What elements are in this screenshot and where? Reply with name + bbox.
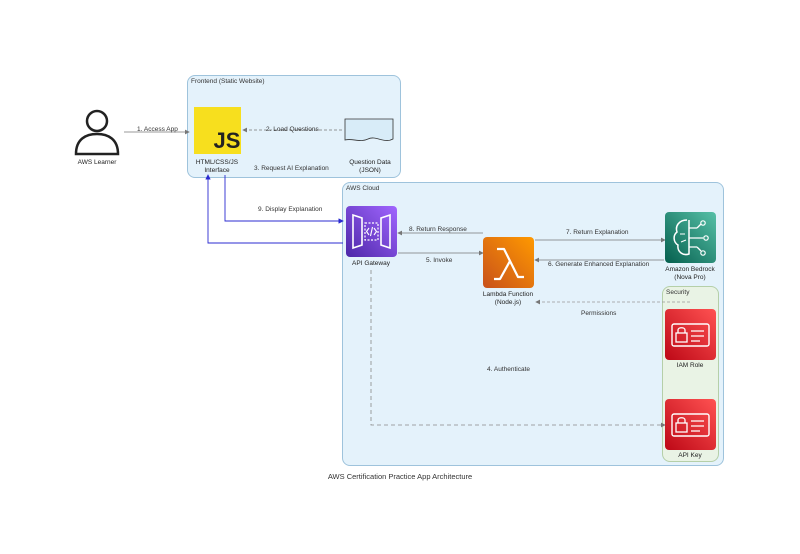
aws-cloud-cluster-label: AWS Cloud [346, 185, 380, 192]
edge-label-invoke: 5. Invoke [426, 257, 453, 264]
edge-label-permissions: Permissions [581, 310, 617, 317]
security-cluster-label: Security [666, 289, 690, 296]
document-icon [344, 118, 394, 141]
iam-role-label: IAM Role [676, 362, 704, 369]
edge-label-request-ai-explanation: 3. Request AI Explanation [254, 165, 329, 172]
question-data-label-line1: Question Data [349, 159, 391, 166]
diagram-caption: AWS Certification Practice App Architect… [327, 472, 473, 481]
edge-label-display-explanation: 9. Display Explanation [258, 206, 323, 213]
question-data-label-line2: (JSON) [359, 167, 381, 174]
bedrock-label-line1: Amazon Bedrock [665, 266, 715, 273]
edge-label-return-explanation: 7. Return Explanation [566, 229, 629, 236]
edge-label-generate-enhanced-explanation: 6. Generate Enhanced Explanation [548, 261, 650, 268]
js-interface-label-line2: Interface [204, 167, 230, 174]
learner-label: AWS Learner [77, 159, 117, 166]
js-interface-label-line1: HTML/CSS/JS [195, 159, 239, 166]
iam-role-icon [665, 309, 716, 360]
bedrock-label: Amazon Bedrock (Nova Pro) [665, 266, 715, 282]
edge-label-authenticate: 4. Authenticate [487, 366, 531, 373]
question-data-label: Question Data (JSON) [349, 159, 391, 175]
bedrock-label-line2: (Nova Pro) [674, 274, 706, 281]
aws-cloud-cluster: AWS Cloud [342, 182, 724, 466]
frontend-cluster-label: Frontend (Static Website) [191, 78, 265, 85]
bedrock-icon [665, 212, 716, 263]
api-gateway-icon [346, 206, 397, 257]
edge-label-access-app: 1. Access App [137, 126, 178, 133]
js-interface-label: HTML/CSS/JS Interface [196, 159, 238, 175]
edge-label-return-response: 8. Return Response [409, 226, 467, 233]
lambda-icon [483, 237, 534, 288]
api-key-icon [665, 399, 716, 450]
edge-request-ai-explanation [224, 175, 344, 224]
lambda-label-line1: Lambda Function [482, 291, 534, 298]
javascript-icon-text: JS [214, 128, 241, 153]
edge-label-load-questions: 2. Load Questions [266, 126, 319, 133]
edge-authenticate [370, 270, 666, 428]
api-gateway-label: API Gateway [352, 260, 390, 267]
javascript-icon: JS [194, 107, 241, 154]
lambda-label-line2: (Node.js) [494, 299, 522, 306]
user-icon [74, 109, 120, 156]
edge-display-explanation [205, 174, 343, 244]
api-key-label: API Key [678, 452, 702, 459]
lambda-label: Lambda Function (Node.js) [483, 291, 533, 307]
